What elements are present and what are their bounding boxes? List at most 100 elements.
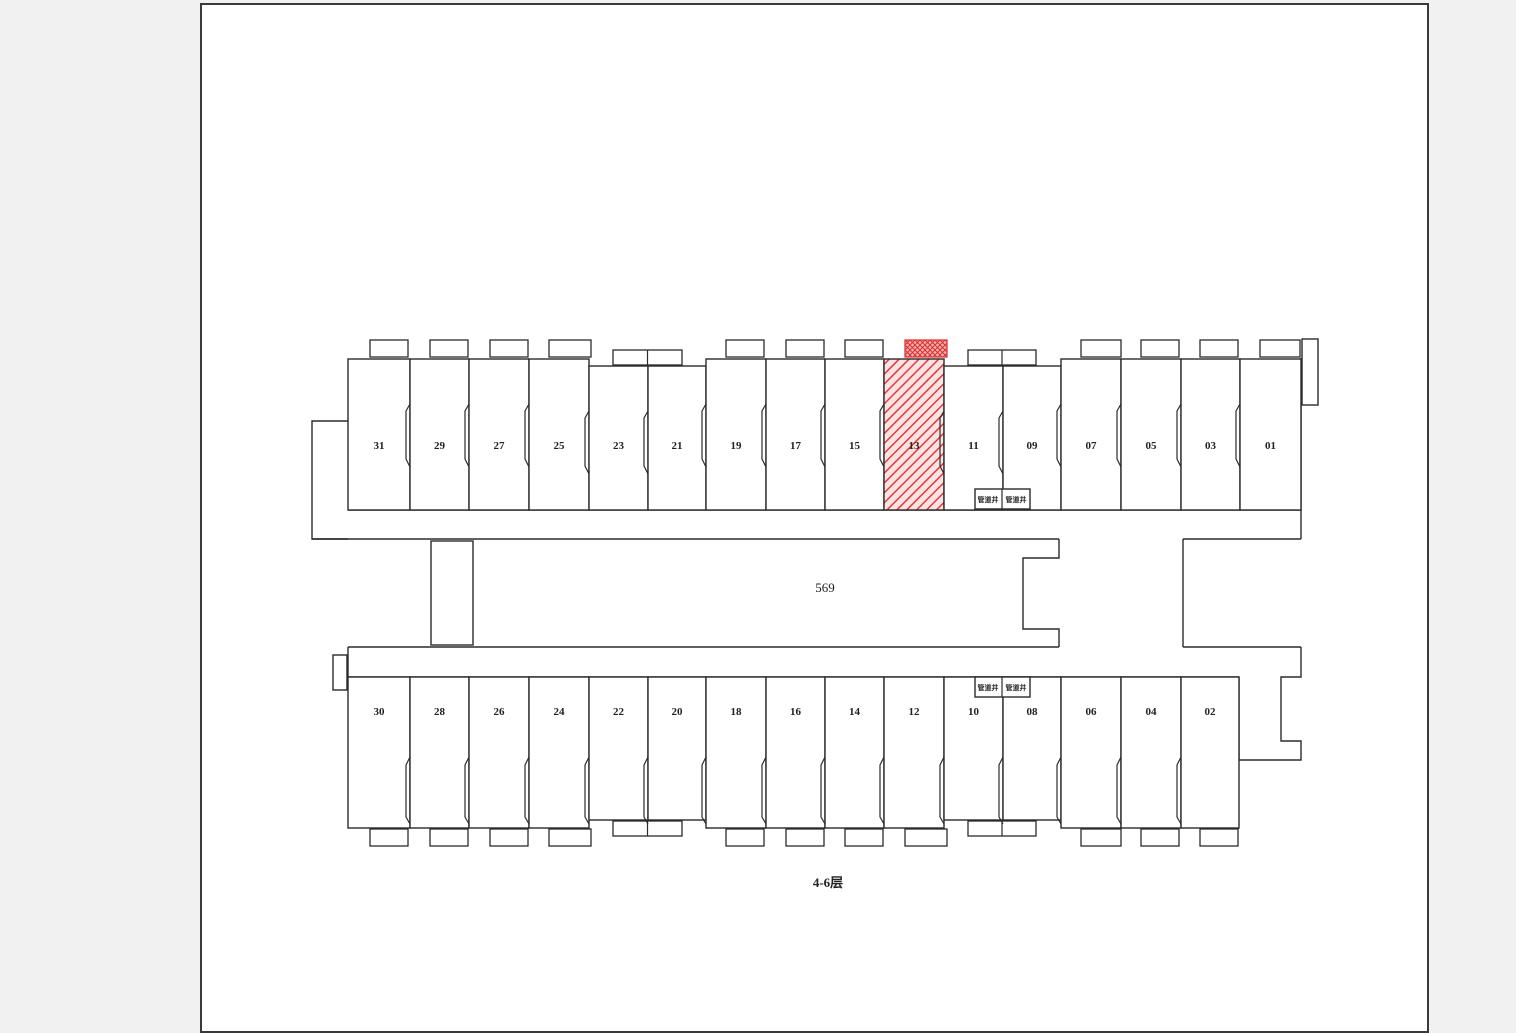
- unit-28[interactable]: [409, 676, 470, 829]
- unit-03[interactable]: [1180, 358, 1241, 511]
- unit-08[interactable]: [1002, 676, 1062, 821]
- unit-19[interactable]: [705, 358, 767, 511]
- unit-label-13: 13: [909, 440, 921, 452]
- unit-09[interactable]: [1002, 365, 1062, 511]
- unit-27[interactable]: [468, 358, 530, 511]
- unit-20[interactable]: [647, 676, 707, 821]
- balcony-02: [1199, 828, 1239, 847]
- balcony-29: [429, 339, 469, 358]
- balcony-14: [844, 828, 884, 847]
- south-shaft-label-a: 管道井: [978, 683, 999, 692]
- wall-jog: [643, 410, 649, 475]
- wall-jog: [584, 410, 590, 475]
- unit-label-12: 12: [909, 706, 921, 718]
- unit-label-01: 01: [1265, 440, 1276, 452]
- wall-jog: [1116, 403, 1122, 468]
- unit-22[interactable]: [588, 676, 649, 821]
- unit-04[interactable]: [1120, 676, 1182, 829]
- balcony-07: [1080, 339, 1122, 358]
- balcony-30: [369, 828, 409, 847]
- balcony-26: [489, 828, 529, 847]
- unit-label-29: 29: [434, 440, 446, 452]
- balcony-25: [548, 339, 592, 358]
- wall-jog: [879, 403, 885, 468]
- balcony-16: [785, 828, 825, 847]
- drawing-sheet: [200, 3, 1429, 1033]
- balcony-06: [1080, 828, 1122, 847]
- unit-label-18: 18: [731, 706, 743, 718]
- unit-label-28: 28: [434, 706, 446, 718]
- south-shaft-rooms: 管道井 管道井: [974, 676, 1031, 698]
- unit-label-16: 16: [790, 706, 802, 718]
- unit-06[interactable]: [1060, 676, 1122, 829]
- wall-jog: [1056, 756, 1062, 825]
- wall-jog: [701, 756, 707, 825]
- unit-label-06: 06: [1086, 706, 1098, 718]
- stair-block: [430, 540, 474, 646]
- unit-18[interactable]: [705, 676, 767, 829]
- wall-jog: [820, 756, 826, 825]
- wall-jog: [1176, 403, 1182, 468]
- wall-jog: [405, 403, 411, 468]
- unit-24[interactable]: [528, 676, 590, 829]
- balcony-18: [725, 828, 765, 847]
- unit-29[interactable]: [409, 358, 470, 511]
- wall-jog: [524, 756, 530, 825]
- unit-label-23: 23: [613, 440, 625, 452]
- unit-30[interactable]: [347, 676, 411, 829]
- unit-label-11: 11: [968, 440, 978, 452]
- unit-label-20: 20: [672, 706, 684, 718]
- unit-16[interactable]: [765, 676, 826, 829]
- wall-jog: [820, 403, 826, 468]
- wall-jog: [643, 756, 649, 825]
- balcony-03: [1199, 339, 1239, 358]
- unit-14[interactable]: [824, 676, 885, 829]
- wall-jog: [701, 403, 707, 468]
- unit-26[interactable]: [468, 676, 530, 829]
- wall-jog: [761, 756, 767, 825]
- west-balcony: [332, 654, 348, 691]
- unit-label-26: 26: [494, 706, 506, 718]
- balcony-15: [844, 339, 884, 358]
- unit-label-03: 03: [1205, 440, 1217, 452]
- unit-label-22: 22: [613, 706, 625, 718]
- wall-jog: [1116, 756, 1122, 825]
- unit-label-05: 05: [1146, 440, 1158, 452]
- unit-02[interactable]: [1180, 676, 1240, 829]
- south-shaft-label-b: 管道井: [1006, 683, 1027, 692]
- north-shaft-rooms: 管道井 管道井: [974, 488, 1031, 510]
- wall-jog: [761, 403, 767, 468]
- balcony-19: [725, 339, 765, 358]
- wall-jog: [1056, 403, 1062, 468]
- wall-jog: [464, 756, 470, 825]
- unit-12[interactable]: [883, 676, 945, 829]
- unit-01[interactable]: [1239, 358, 1302, 511]
- unit-label-21: 21: [672, 440, 683, 452]
- unit-25[interactable]: [528, 358, 590, 511]
- unit-13[interactable]: [883, 358, 945, 511]
- wall-jog: [939, 756, 945, 825]
- balcony-24: [548, 828, 592, 847]
- wall-jog: [998, 410, 1004, 475]
- balcony-27: [489, 339, 529, 358]
- unit-17[interactable]: [765, 358, 826, 511]
- unit-label-15: 15: [849, 440, 861, 452]
- unit-31[interactable]: [347, 358, 411, 511]
- wall-jog: [939, 410, 945, 475]
- balcony-04: [1140, 828, 1180, 847]
- unit-label-08: 08: [1027, 706, 1039, 718]
- unit-15[interactable]: [824, 358, 885, 511]
- wall-jog: [998, 756, 1004, 825]
- unit-10[interactable]: [943, 676, 1004, 821]
- unit-05[interactable]: [1120, 358, 1182, 511]
- unit-23[interactable]: [588, 365, 649, 511]
- east-balcony: [1301, 338, 1319, 406]
- balcony-05: [1140, 339, 1180, 358]
- north-shaft-label-a: 管道井: [978, 495, 999, 504]
- unit-07[interactable]: [1060, 358, 1122, 511]
- unit-21[interactable]: [647, 365, 707, 511]
- unit-label-25: 25: [554, 440, 566, 452]
